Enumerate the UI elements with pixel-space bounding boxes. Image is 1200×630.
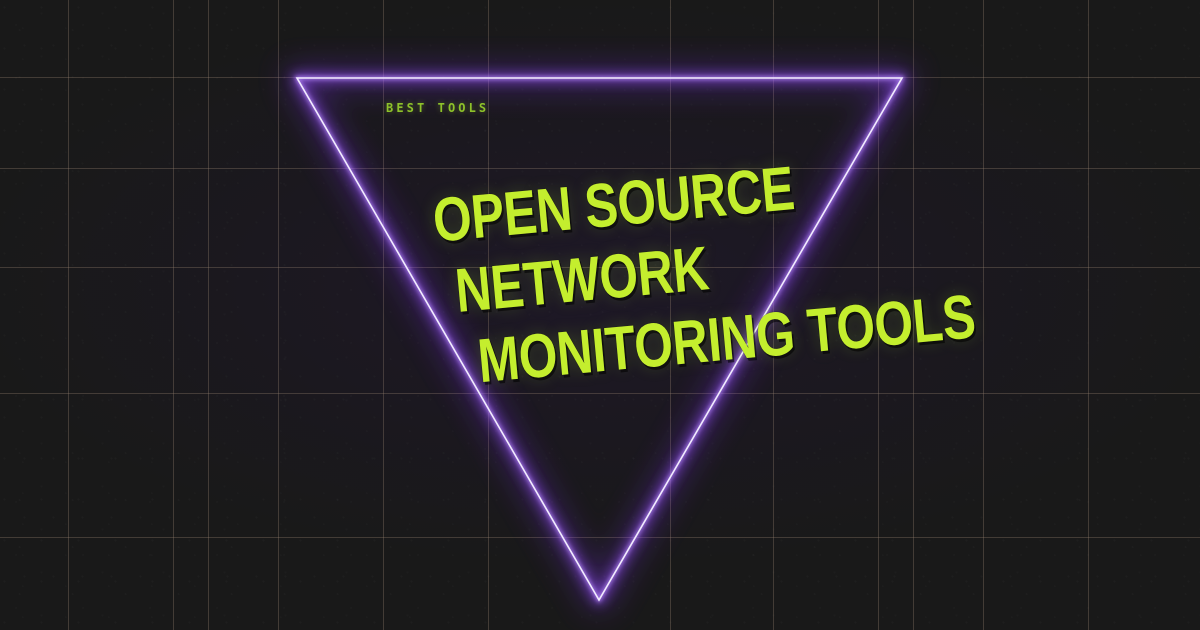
grid-line-vertical [173, 0, 174, 630]
kicker-label: BEST TOOLS [386, 101, 490, 115]
grid-line-vertical [68, 0, 69, 630]
grid-line-vertical [208, 0, 209, 630]
grid-line-vertical [1088, 0, 1089, 630]
grid-line-horizontal [0, 77, 1200, 78]
grid-line-horizontal [0, 537, 1200, 538]
grid-line-horizontal [0, 393, 1200, 394]
grid-line-vertical [383, 0, 384, 630]
page-title: OPEN SOURCE NETWORK MONITORING TOOLS [430, 130, 1067, 401]
grid-line-vertical [278, 0, 279, 630]
